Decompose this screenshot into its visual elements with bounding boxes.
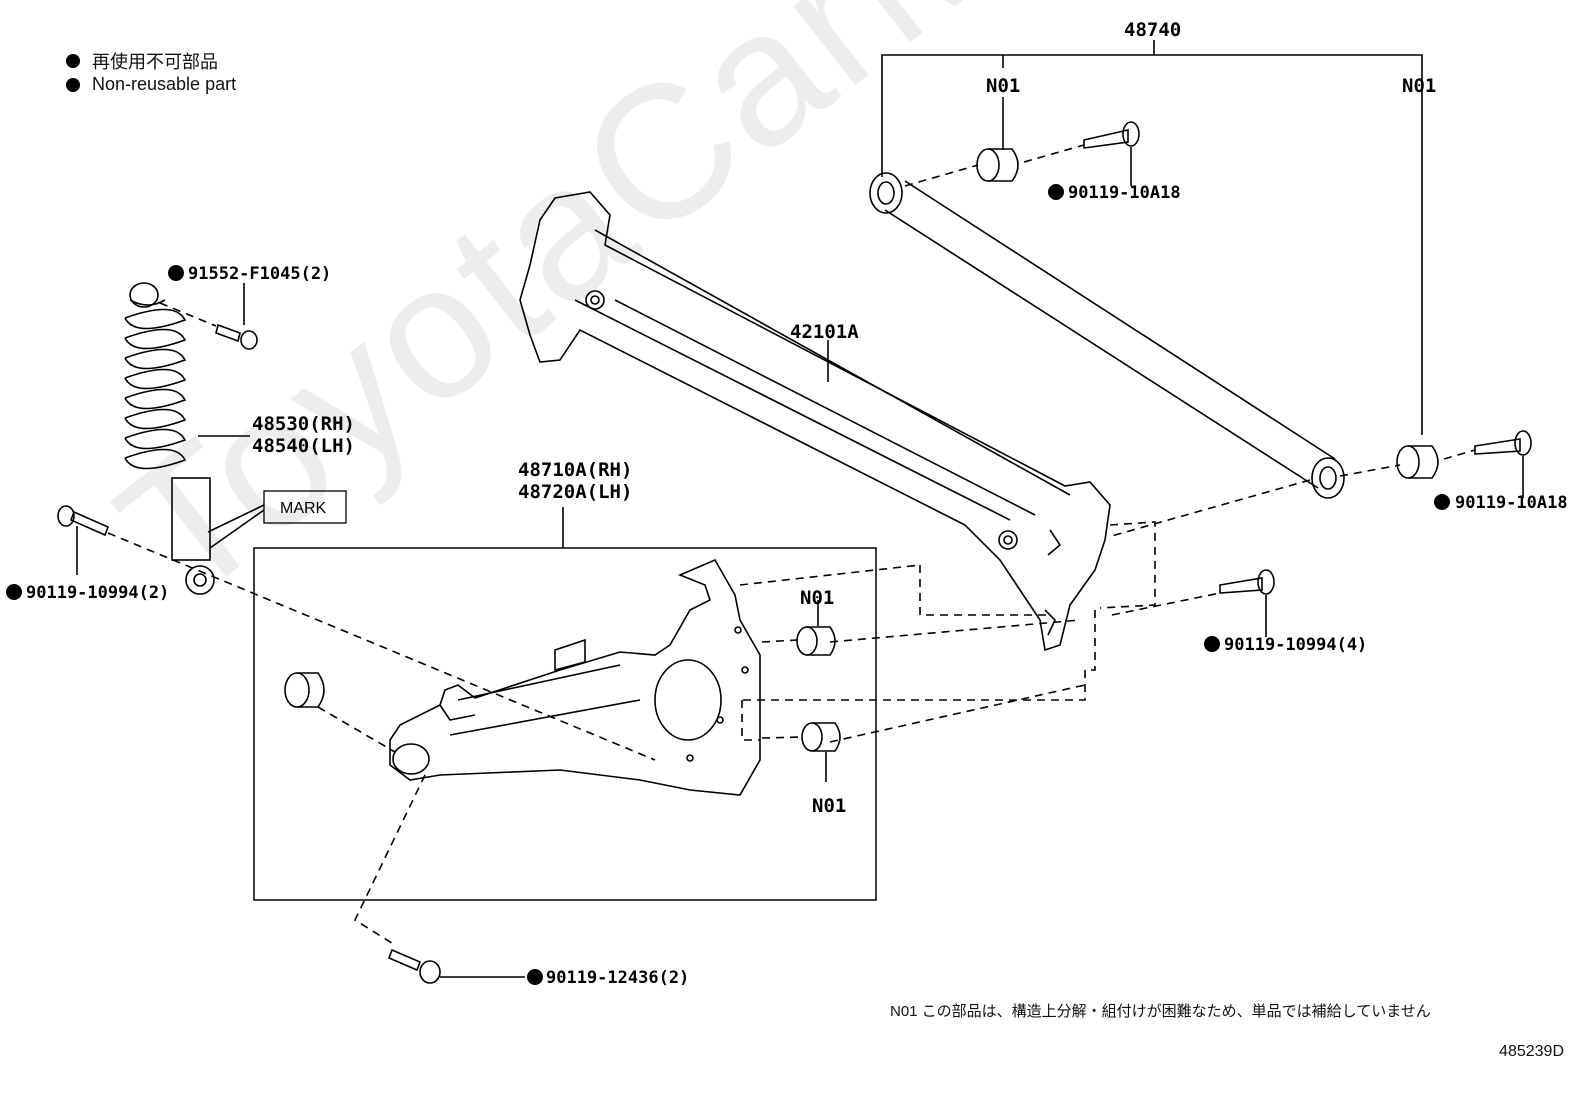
- label-n01-arm-upper: N01: [800, 587, 834, 609]
- label-n01-top-right: N01: [1402, 75, 1436, 97]
- arm-bushing-left: [284, 672, 325, 708]
- label-shock-lh: 48540(LH): [252, 435, 355, 457]
- label-bolt-arm-front: 90119-12436(2): [546, 968, 689, 988]
- bolt-right: [1474, 430, 1532, 498]
- shock-top-dash: [159, 302, 217, 327]
- bolt-shock-bottom: [57, 505, 110, 575]
- label-bolt-shock-top: 91552-F1045(2): [188, 264, 331, 284]
- trailing-arm: [389, 558, 761, 796]
- shock-bottom-dash: [107, 532, 656, 761]
- rod-dash-lines: [904, 144, 1476, 538]
- label-bolt-shock-bottom: 90119-10994(2): [26, 583, 169, 603]
- label-48740: 48740: [1124, 19, 1181, 41]
- non-reusable-dot-icon: [66, 77, 80, 92]
- non-reusable-dot-icon: [1434, 494, 1450, 510]
- arm-group-box: [253, 547, 877, 901]
- legend-en: Non-reusable part: [66, 74, 236, 95]
- label-shock-rh: 48530(RH): [252, 413, 355, 435]
- non-reusable-dot-icon: [1204, 636, 1220, 652]
- label-arm-lh: 48720A(LH): [518, 481, 632, 503]
- axle-dash-lines: [740, 521, 1221, 743]
- legend-jp: 再使用不可部品: [66, 48, 218, 74]
- bolt-arm-mount: [1219, 569, 1275, 637]
- footnote: N01 この部品は、構造上分解・組付けが困難なため、単品では補給していません: [890, 1003, 1431, 1020]
- arm-bushing-lower: [801, 722, 841, 752]
- bolt-top: [1083, 121, 1140, 186]
- label-n01-arm-lower: N01: [812, 795, 846, 817]
- bolt-shock-top: [215, 283, 258, 350]
- legend-jp-text: 再使用不可部品: [92, 52, 218, 72]
- non-reusable-dot-icon: [1048, 184, 1064, 200]
- legend-en-text: Non-reusable part: [92, 74, 237, 94]
- non-reusable-dot-icon: [6, 584, 22, 600]
- bushing-right: [1396, 445, 1439, 479]
- non-reusable-dot-icon: [168, 265, 184, 281]
- label-axle-beam: 42101A: [790, 321, 859, 343]
- label-bolt-top: 90119-10A18: [1068, 183, 1181, 203]
- mark-callout: [207, 490, 347, 549]
- label-bolt-arm-mount: 90119-10994(4): [1224, 635, 1367, 655]
- arm-bushing-upper: [796, 626, 836, 656]
- bushing-top: [976, 148, 1019, 182]
- label-n01-top-left: N01: [986, 75, 1020, 97]
- shock-absorber: [124, 282, 215, 595]
- illustration-id: 485239D: [1499, 1043, 1564, 1060]
- lateral-control-rod: [869, 172, 1345, 499]
- non-reusable-dot-icon: [527, 969, 543, 985]
- label-arm-rh: 48710A(RH): [518, 459, 632, 481]
- bolt-arm-front: [387, 948, 525, 984]
- non-reusable-dot-icon: [66, 54, 80, 68]
- rod-bracket: [881, 40, 1423, 435]
- label-bolt-right: 90119-10A18: [1455, 493, 1568, 513]
- arm-dash-lines: [317, 564, 921, 946]
- axle-beam: [519, 191, 1111, 652]
- label-mark: MARK: [280, 500, 327, 517]
